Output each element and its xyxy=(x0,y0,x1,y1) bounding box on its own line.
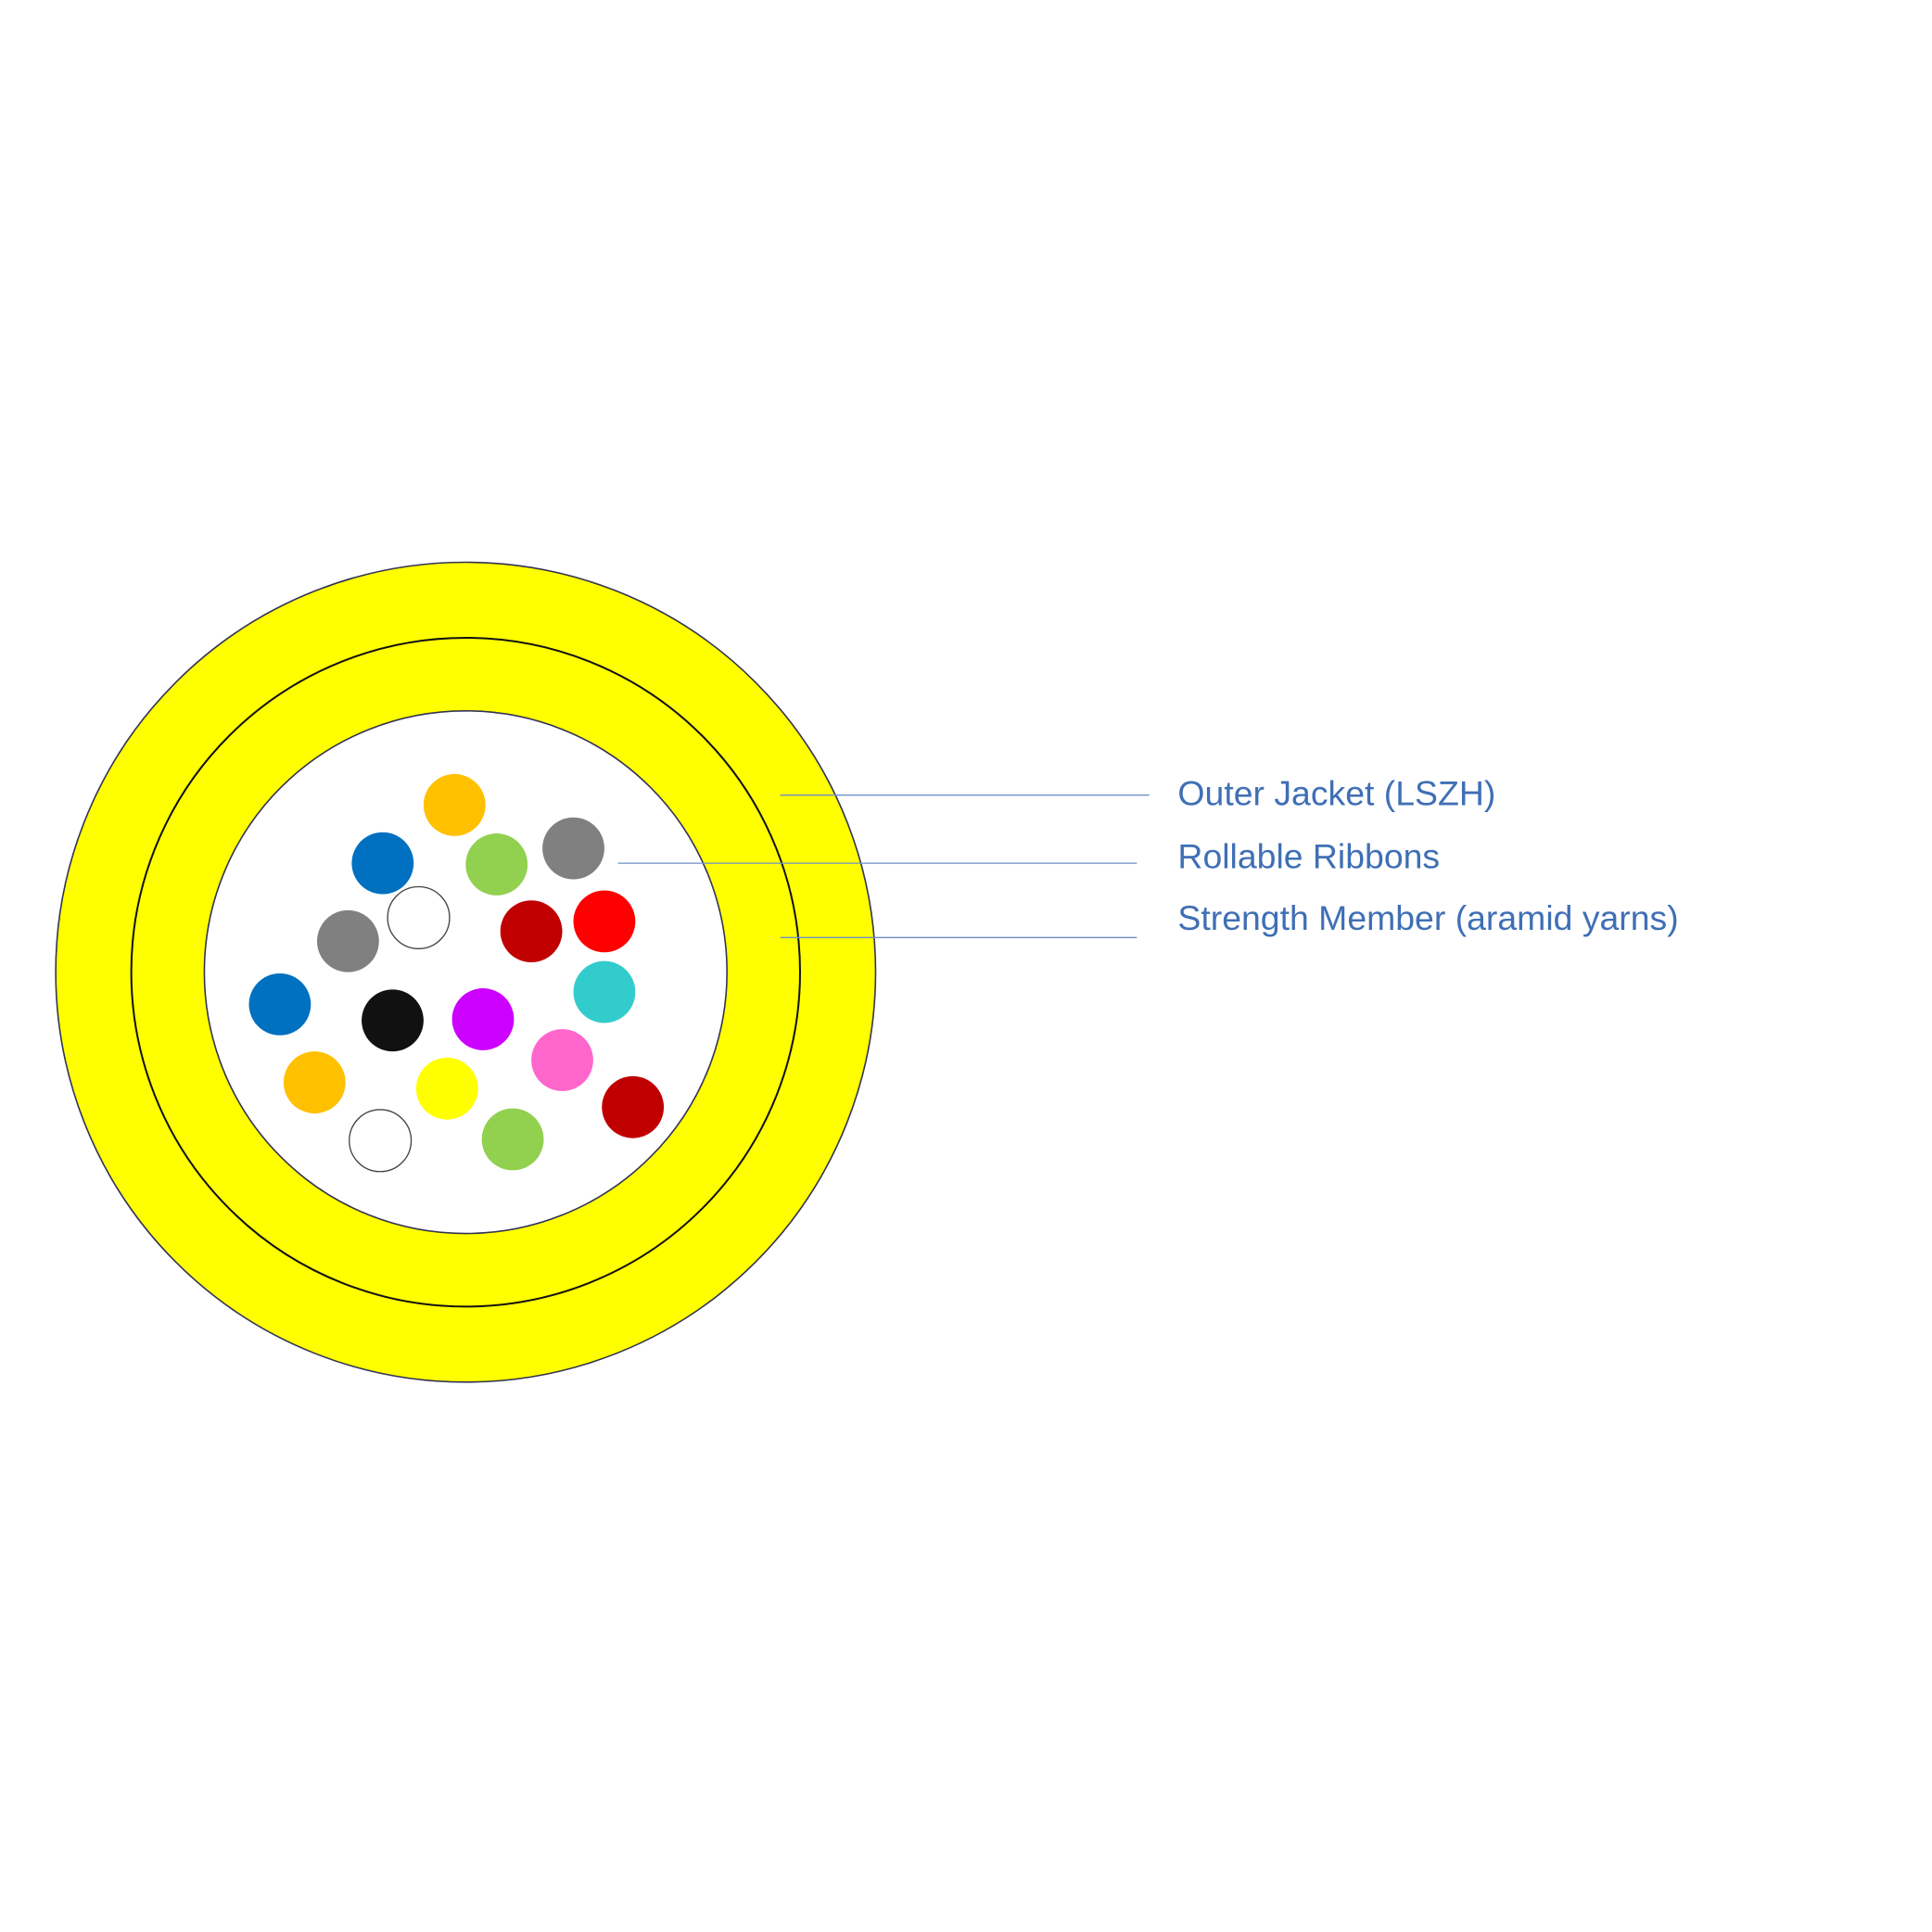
fiber xyxy=(481,1108,544,1171)
fiber xyxy=(351,832,414,895)
fiber xyxy=(573,960,636,1023)
label-strength-member: Strength Member (aramid yarns) xyxy=(1177,898,1678,937)
fiber xyxy=(387,885,451,949)
fiber xyxy=(248,973,311,1036)
fiber xyxy=(500,900,563,962)
fiber xyxy=(602,1075,665,1138)
fiber-group xyxy=(248,773,665,1173)
fiber xyxy=(573,890,636,953)
label-outer-jacket: Outer Jacket (LSZH) xyxy=(1177,773,1495,812)
fiber xyxy=(465,833,528,896)
fiber xyxy=(451,988,515,1050)
label-rollable-ribbons: Rollable Ribbons xyxy=(1177,836,1440,875)
fiber xyxy=(362,989,424,1052)
fiber xyxy=(423,773,486,836)
fiber xyxy=(531,1029,593,1091)
fiber xyxy=(542,817,604,880)
fiber xyxy=(283,1051,346,1113)
fiber xyxy=(349,1109,413,1173)
fiber xyxy=(415,1057,478,1120)
fiber xyxy=(316,909,379,972)
